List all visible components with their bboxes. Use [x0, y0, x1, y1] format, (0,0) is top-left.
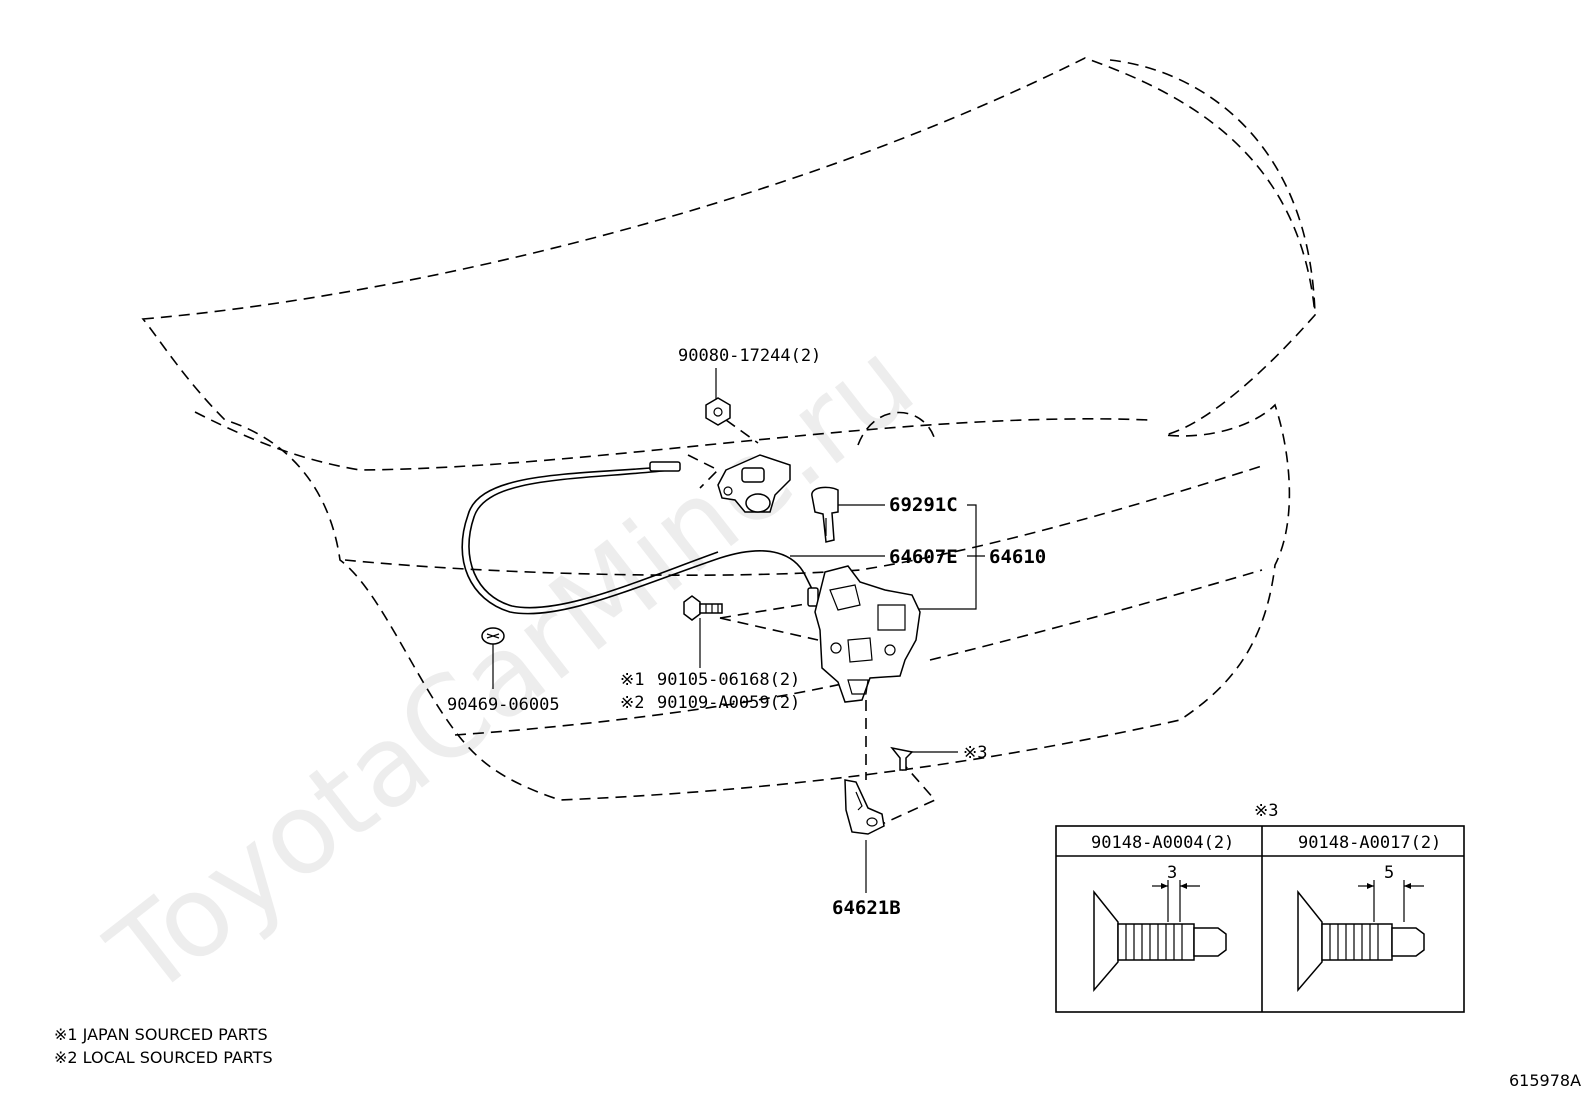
lock-cylinder-icon	[717, 454, 791, 513]
inset-col1-header: 90148-A0004(2)	[1091, 833, 1234, 853]
marker-3: ※3	[963, 743, 987, 763]
label-64610: 64610	[989, 546, 1046, 568]
screw-a0017-detail-icon	[1297, 880, 1425, 993]
label-90080-17244: 90080-17244(2)	[678, 346, 821, 366]
label-90109-a0059: 90109-A0059(2)	[657, 693, 800, 713]
marker-1: ※1	[620, 670, 644, 690]
inset-col1-dim: 3	[1167, 863, 1177, 883]
trunk-lock-assembly-icon	[814, 565, 921, 703]
illustration-code: 615978A	[1509, 1071, 1581, 1090]
label-90469-06005: 90469-06005	[447, 695, 560, 715]
striker-64621b-icon	[844, 779, 885, 835]
cable-end-upper	[649, 461, 681, 472]
release-cable	[461, 461, 819, 615]
label-90105-06168: 90105-06168(2)	[657, 670, 800, 690]
footnote-japan-sourced: ※1 JAPAN SOURCED PARTS	[54, 1025, 268, 1044]
screw-a0004-detail-icon	[1093, 880, 1227, 993]
screw-detail-inset: ※3 90148-A0004(2) 90148-A0017(2) 3	[1055, 801, 1465, 1013]
key-69291c-icon	[811, 486, 839, 543]
leader-lines	[492, 368, 985, 893]
marker-2: ※2	[620, 693, 644, 713]
screw-icon	[890, 746, 914, 771]
inset-col2-header: 90148-A0017(2)	[1298, 833, 1441, 853]
footnote-local-sourced: ※2 LOCAL SOURCED PARTS	[54, 1048, 273, 1067]
label-64621b: 64621B	[832, 897, 901, 919]
label-64607e: 64607E	[889, 546, 958, 568]
plug-90469-icon	[481, 627, 505, 645]
nut-90080-icon	[705, 397, 731, 426]
inset-marker: ※3	[1254, 801, 1278, 821]
label-69291c: 69291C	[889, 494, 958, 516]
trunk-lid-outline	[141, 57, 1316, 801]
bolt-90105-icon	[683, 595, 723, 621]
watermark: ToyotaCarMine.ru	[86, 316, 938, 1021]
inset-col2-dim: 5	[1384, 863, 1394, 883]
